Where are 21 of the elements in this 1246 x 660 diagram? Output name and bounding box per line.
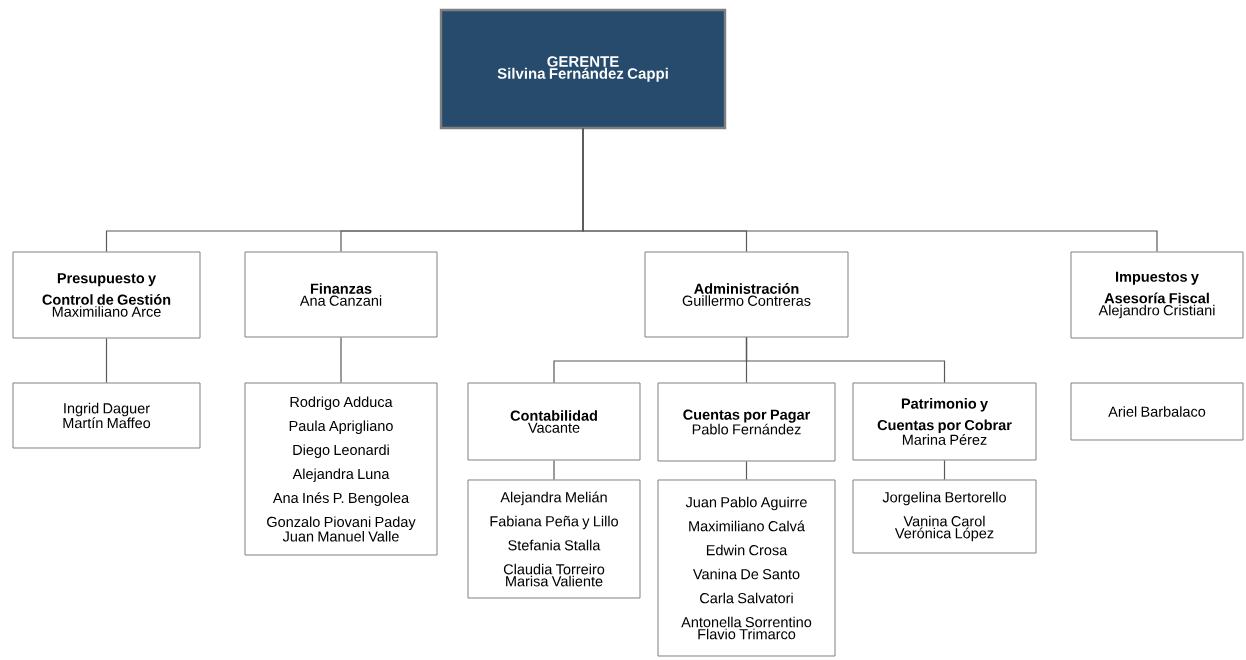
department-box: Finanzas Ana Canzani xyxy=(244,251,438,338)
department-box: Contabilidad Vacante xyxy=(467,382,641,461)
connector-line xyxy=(105,337,108,384)
department-box: Impuestos y Asesoría Fiscal Alejandro Cristiani xyxy=(1070,251,1244,339)
connector-line xyxy=(340,336,342,384)
staff-box: Ingrid Daguer Martín Maffeo xyxy=(12,382,201,449)
connector-line xyxy=(943,459,946,481)
staff-box: Rodrigo Adduca Paula Aprigliano Diego Leonardi Alejandra Luna Ana Inés P. Bengolea Gonzalo Piovani Paday Juan Manuel Valle xyxy=(244,382,438,556)
connector-line xyxy=(745,460,748,481)
department-box: Patrimonio y Cuentas por Cobrar Marina Pérez xyxy=(852,382,1037,461)
connector-line xyxy=(582,128,1158,253)
staff-box: Juan Pablo Aguirre Maximiliano Calvá Edwin Crosa Vanina De Santo Carla Salvatori Antonella Sorrentino Flavio Trimarco xyxy=(657,479,836,657)
connector-line xyxy=(745,336,946,384)
department-box: Cuentas por Pagar Pablo Fernández xyxy=(657,382,836,462)
staff-box: Alejandra Melián Fabiana Peña y Lillo Stefania Stalla Claudia Torreiro Marisa Valiente xyxy=(467,479,641,599)
staff-box: Jorgelina Bertorello Vanina Carol Verónica López xyxy=(852,479,1037,554)
staff-box: Ariel Barbalaco xyxy=(1070,382,1244,441)
connector-line xyxy=(553,459,555,481)
department-box: Presupuesto y Control de Gestión Maximiliano Arce xyxy=(12,251,201,339)
department-box: Administración Guillermo Contreras xyxy=(644,251,849,338)
manager-box: GERENTE Silvina Fernández Cappi xyxy=(439,8,727,130)
